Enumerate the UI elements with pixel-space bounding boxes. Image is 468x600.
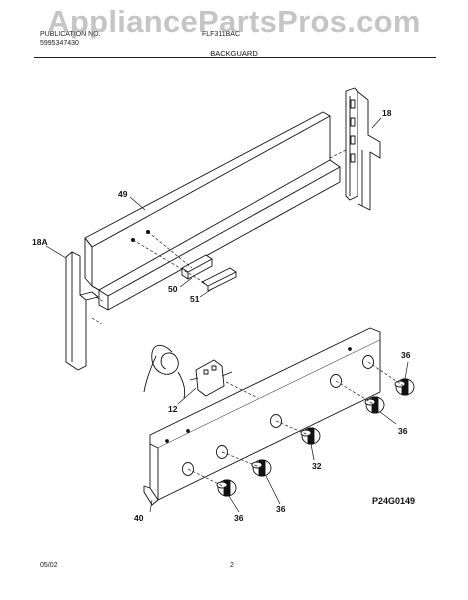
callout-36-a: 36: [401, 350, 411, 360]
callout-32: 32: [312, 461, 322, 471]
header-left-line-2: 5995347430: [40, 40, 79, 47]
thermostat: [143, 344, 233, 399]
knob-left-center: [251, 459, 272, 477]
knob-center: [300, 427, 321, 445]
header-model: FLF311BAC: [202, 31, 240, 38]
alignment-lines: [91, 149, 406, 489]
nameplate: [201, 267, 237, 292]
callout-50: 50: [168, 284, 178, 294]
left-end-bracket: [65, 251, 99, 371]
callout-51: 51: [190, 294, 200, 304]
callout-40: 40: [134, 513, 144, 523]
header-left-line-1: PUBLICATION NO.: [40, 31, 101, 38]
footer-date: 05/02: [40, 562, 58, 569]
callout-12: 12: [168, 404, 178, 414]
right-end-bracket: [345, 87, 381, 211]
nameplate-clip: [181, 254, 213, 280]
watermark: AppliancePartsPros.com: [47, 4, 421, 39]
leader-lines: [45, 117, 409, 513]
callout-18: 18: [382, 108, 392, 118]
footer-page-number: 2: [230, 562, 234, 569]
callout-36-b: 36: [398, 426, 408, 436]
control-panel: [143, 327, 381, 506]
callout-49: 49: [118, 189, 128, 199]
header-rule: [34, 57, 436, 58]
callout-36-d: 36: [276, 504, 286, 514]
callout-18a: 18A: [32, 237, 48, 247]
section-title: BACKGUARD: [210, 49, 258, 58]
figure-code: P24G0149: [372, 496, 415, 506]
backguard-panel: [84, 111, 341, 311]
knob-right-upper: [394, 378, 415, 396]
callout-36-c: 36: [234, 513, 244, 523]
